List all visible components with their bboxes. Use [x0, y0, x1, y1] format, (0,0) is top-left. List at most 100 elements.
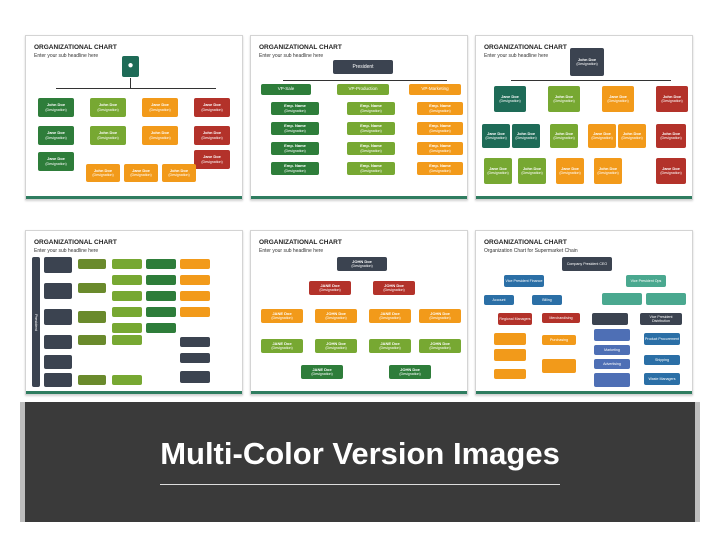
sub-box — [112, 375, 142, 385]
emp-box: Emp. Name(Designation) — [271, 142, 319, 155]
slide-title: ORGANIZATIONAL CHART — [259, 44, 342, 51]
org-box: John Doe(Designation) — [550, 124, 578, 148]
president-box: President — [333, 60, 393, 74]
org-box: JOHN Doe(Designation) — [389, 365, 431, 379]
vp-box: VP-Marketing — [409, 84, 461, 95]
org-box: Jane Doe(Designation) — [124, 164, 158, 182]
org-box: JANE Doe(Designation) — [369, 339, 411, 353]
emp-box: Emp. Name(Designation) — [347, 102, 395, 115]
org-box — [592, 313, 628, 325]
slide-subtitle: Enter your sub headline here — [34, 53, 99, 59]
org-box: Product Procurement — [644, 333, 680, 345]
org-box: Billing — [532, 295, 562, 305]
org-box — [602, 293, 642, 305]
org-box: Jane Doe(Designation) — [194, 98, 230, 117]
emp-box: Emp. Name(Designation) — [417, 102, 463, 115]
banner-title: Multi-Color Version Images — [160, 436, 560, 471]
sub-box — [180, 353, 210, 363]
sub-box — [78, 283, 106, 293]
sub-box — [112, 335, 142, 345]
emp-box: Emp. Name(Designation) — [347, 142, 395, 155]
slide-subtitle: Enter your sub headline here — [484, 53, 549, 59]
dept-box — [44, 283, 72, 299]
slide-title: ORGANIZATIONAL CHART — [259, 239, 342, 246]
org-box: John Doe(Designation) — [512, 124, 540, 148]
org-box: Shipping — [644, 355, 680, 365]
org-box: Company President CEO — [562, 257, 612, 271]
sub-box — [146, 259, 176, 269]
emp-box: Emp. Name(Designation) — [271, 162, 319, 175]
org-box: Jane Doe(Designation) — [482, 124, 510, 148]
org-box: Regional Managers — [498, 313, 532, 325]
sub-box — [112, 323, 142, 333]
emp-box: Emp. Name(Designation) — [347, 162, 395, 175]
org-box: JANE Doe(Designation) — [261, 309, 303, 323]
org-box: Jane Doe(Designation) — [38, 126, 74, 145]
org-box — [494, 333, 526, 345]
org-box: Jane Doe(Designation) — [494, 86, 526, 112]
org-box: JOHN Doe(Designation) — [315, 309, 357, 323]
sub-box — [78, 259, 106, 269]
emp-box: Emp. Name(Designation) — [417, 162, 463, 175]
slide-thumbnail-4[interactable]: ORGANIZATIONAL CHART Enter your sub head… — [25, 230, 243, 395]
org-box: Jane Doe(Designation) — [656, 158, 686, 184]
org-box: Purchasing — [542, 335, 576, 345]
org-box: Advertising — [594, 359, 630, 369]
org-box: John Doe(Designation) — [656, 86, 688, 112]
org-box — [494, 349, 526, 361]
slide-title: ORGANIZATIONAL CHART — [484, 44, 567, 51]
org-box: JOHN Doe(Designation) — [315, 339, 357, 353]
person-icon: ● — [122, 56, 139, 77]
org-box: John Doe(Designation) — [86, 164, 120, 182]
org-box: Account — [484, 295, 514, 305]
slide-title: ORGANIZATIONAL CHART — [484, 239, 567, 246]
org-box: Vice President Distribution — [640, 313, 682, 325]
emp-box: Emp. Name(Designation) — [347, 122, 395, 135]
org-box: John Doe(Designation) — [518, 158, 546, 184]
sub-box — [146, 291, 176, 301]
org-box: Jane Doe(Designation) — [142, 98, 178, 117]
sub-box — [78, 311, 106, 323]
slide-subtitle: Enter your sub headline here — [259, 53, 324, 59]
org-box: Jane Doe(Designation) — [556, 158, 584, 184]
org-box — [594, 373, 630, 387]
org-box: JANE Doe(Designation) — [369, 309, 411, 323]
org-box: JOHN Doe(Designation) — [373, 281, 415, 295]
slide-thumbnail-3[interactable]: ORGANIZATIONAL CHART Enter your sub head… — [475, 35, 693, 200]
org-box: Vice President Finance — [504, 275, 544, 287]
slide-thumbnail-2[interactable]: ORGANIZATIONAL CHART Enter your sub head… — [250, 35, 468, 200]
sub-box — [146, 323, 176, 333]
slide-title: ORGANIZATIONAL CHART — [34, 239, 117, 246]
dept-box — [44, 335, 72, 349]
org-box: John Doe(Designation) — [618, 124, 646, 148]
emp-box: Emp. Name(Designation) — [417, 142, 463, 155]
sub-box — [180, 259, 210, 269]
slide-subtitle: Enter your sub headline here — [259, 248, 324, 254]
dept-box — [44, 355, 72, 369]
org-box: JANE Doe(Designation) — [309, 281, 351, 295]
sub-box — [146, 275, 176, 285]
org-box: Vice President Ops — [626, 275, 666, 287]
org-box: Jane Doe(Designation) — [588, 124, 616, 148]
org-box: Merchandising — [542, 313, 580, 323]
org-box: John Doe(Designation) — [142, 126, 178, 145]
sub-box — [112, 275, 142, 285]
org-box: Waste Managers — [644, 373, 680, 385]
sub-box — [112, 291, 142, 301]
sub-box — [180, 371, 210, 383]
slide-thumbnail-6[interactable]: ORGANIZATIONAL CHART Organization Chart … — [475, 230, 693, 395]
slide-thumbnail-5[interactable]: ORGANIZATIONAL CHART Enter your sub head… — [250, 230, 468, 395]
vp-box: VP-Production — [337, 84, 389, 95]
emp-box: Emp. Name(Designation) — [417, 122, 463, 135]
banner-divider — [160, 484, 560, 485]
org-box: JANE Doe(Designation) — [261, 339, 303, 353]
emp-box: Emp. Name(Designation) — [271, 102, 319, 115]
org-box: John Doe(Designation) — [656, 124, 686, 148]
dept-box — [44, 257, 72, 273]
org-box: Jane Doe(Designation) — [38, 152, 74, 171]
org-box: Jane Doe(Designation) — [484, 158, 512, 184]
slide-thumbnail-1[interactable]: ORGANIZATIONAL CHART Enter your sub head… — [25, 35, 243, 200]
org-box: John Doe(Designation) — [194, 126, 230, 145]
org-box — [542, 359, 576, 373]
slide-subtitle: Organization Chart for Supermarket Chain — [484, 248, 578, 254]
